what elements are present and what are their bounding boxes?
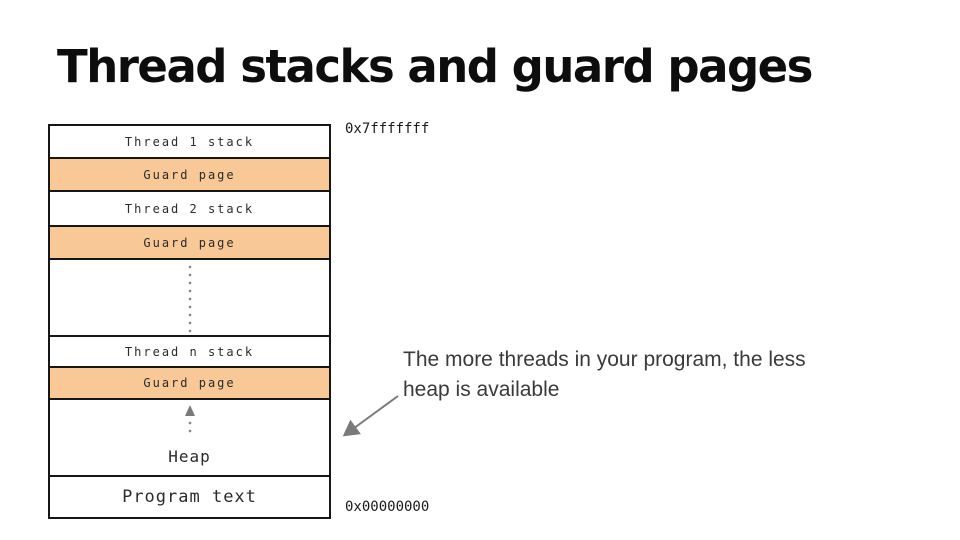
row-label: Thread n stack (124, 344, 255, 359)
memory-row-guard-page-n: Guard page (50, 368, 329, 400)
row-label: Thread 2 stack (124, 201, 255, 216)
row-label: Program text (122, 487, 257, 507)
vertical-ellipsis-icon (187, 262, 192, 333)
row-label: Guard page (143, 376, 236, 390)
memory-row-program-text: Program text (50, 477, 329, 517)
row-label: Thread 1 stack (124, 134, 255, 149)
row-label: Guard page (143, 167, 236, 182)
row-label: Heap (168, 447, 211, 466)
address-label-top: 0x7fffffff (345, 121, 430, 137)
memory-diagram: Thread 1 stack Guard page Thread 2 stack… (48, 124, 331, 519)
row-label: Guard page (143, 235, 236, 250)
up-arrow-icon (184, 405, 195, 435)
memory-row-threadn-stack: Thread n stack (50, 337, 329, 368)
annotation-arrow-icon (342, 395, 399, 437)
memory-row-thread2-stack: Thread 2 stack (50, 192, 329, 227)
memory-row-guard-page-2: Guard page (50, 227, 329, 260)
memory-row-guard-page-1: Guard page (50, 159, 329, 192)
annotation-text: The more threads in your program, the le… (403, 348, 806, 401)
slide-title: Thread stacks and guard pages (57, 40, 813, 93)
address-label-bottom: 0x00000000 (345, 499, 430, 515)
memory-row-thread1-stack: Thread 1 stack (50, 126, 329, 159)
memory-row-heap: Heap (50, 400, 329, 477)
memory-row-ellipsis (50, 260, 329, 337)
